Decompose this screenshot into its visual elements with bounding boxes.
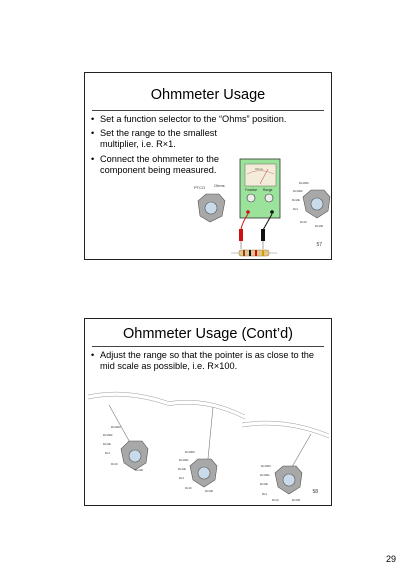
slide-title: Ohmmeter Usage [150, 87, 266, 103]
resistor-icon [231, 249, 277, 257]
svg-text:Rx100k: Rx100k [293, 189, 303, 193]
svg-text:Rx100k: Rx100k [179, 458, 189, 462]
bullet-list: Set a function selector to the “Ohms” po… [90, 114, 328, 179]
svg-text:Rx10k: Rx10k [178, 467, 187, 471]
svg-text:Rx10k: Rx10k [292, 198, 301, 202]
bullet-item: Adjust the range so that the pointer is … [90, 350, 328, 372]
svg-text:Rx100: Rx100 [135, 468, 144, 472]
function-knob-icon: PTCO Ohms [194, 183, 226, 223]
range-comparison-illustration: Rx1000 Rx100k Rx10k Rx1 Rx10 Rx100 Rx100… [87, 391, 330, 502]
meter-scale-label: Ohms [255, 167, 264, 171]
bullet-item: Connect the ohmmeter to the component be… [90, 154, 235, 176]
svg-text:Rx10: Rx10 [185, 486, 192, 490]
range-knob-icon: Rx1000 Rx100k Rx10k Rx1 Rx10 Rx100 [178, 450, 218, 493]
svg-text:Rx10k: Rx10k [260, 482, 269, 486]
slide-number: 57 [316, 242, 322, 248]
svg-text:Rx10: Rx10 [111, 462, 118, 466]
svg-text:Rx10: Rx10 [272, 498, 279, 502]
range-knob-icon: Rx1000 Rx100k Rx10k Rx1 Rx10 Rx100 [260, 464, 303, 502]
svg-text:Rx100: Rx100 [292, 498, 301, 502]
meter-scale-arc-3 [241, 420, 330, 439]
page-number: 29 [385, 554, 396, 564]
title-divider [92, 110, 324, 111]
pointer-line-2 [206, 406, 214, 470]
svg-text:Rx1: Rx1 [179, 476, 184, 480]
bullet-list: Adjust the range so that the pointer is … [90, 350, 328, 375]
ohmmeter-illustration: PTCO Ohms Ohms Function Range [194, 158, 331, 257]
svg-text:Rx1000: Rx1000 [299, 181, 309, 185]
slide-title: Ohmmeter Usage (Cont’d) [122, 326, 294, 342]
slide-ohmmeter-usage: Ohmmeter Usage Set a function selector t… [84, 72, 332, 260]
meter-scale-arc-2 [166, 399, 246, 420]
multimeter-icon: Ohms Function Range [239, 158, 281, 219]
bullet-item: Set a function selector to the “Ohms” po… [90, 114, 328, 125]
svg-text:Rx1: Rx1 [293, 207, 298, 211]
svg-text:Rx1000: Rx1000 [261, 464, 271, 468]
svg-text:Rx1000: Rx1000 [185, 450, 195, 454]
test-leads-icon [239, 213, 273, 249]
range-knob-icon: Rx1000 Rx100k Rx10k Rx1 Rx10 Rx100 [292, 181, 331, 228]
svg-text:Rx1: Rx1 [105, 451, 110, 455]
meter-range-label: Range [263, 188, 273, 192]
svg-text:Rx1000: Rx1000 [111, 425, 121, 429]
svg-text:Rx100k: Rx100k [103, 433, 113, 437]
svg-text:Rx1: Rx1 [262, 492, 267, 496]
svg-text:Rx100k: Rx100k [260, 473, 270, 477]
slide-ohmmeter-usage-contd: Ohmmeter Usage (Cont’d) Adjust the range… [84, 318, 332, 506]
meter-function-label: Function [245, 188, 257, 192]
svg-text:Rx100: Rx100 [315, 224, 324, 228]
svg-text:Rx10: Rx10 [300, 220, 307, 224]
svg-text:Rx100: Rx100 [205, 489, 214, 493]
bullet-item: Set the range to the smallest multiplier… [90, 128, 250, 150]
function-label-ptco: PTCO [194, 185, 205, 190]
svg-text:Rx10k: Rx10k [103, 442, 112, 446]
range-knob-icon: Rx1000 Rx100k Rx10k Rx1 Rx10 Rx100 [103, 425, 149, 472]
title-divider [92, 346, 324, 347]
slide-number: 58 [312, 489, 318, 495]
function-label-ohms: Ohms [214, 183, 225, 188]
meter-scale-arc-1 [87, 391, 168, 406]
